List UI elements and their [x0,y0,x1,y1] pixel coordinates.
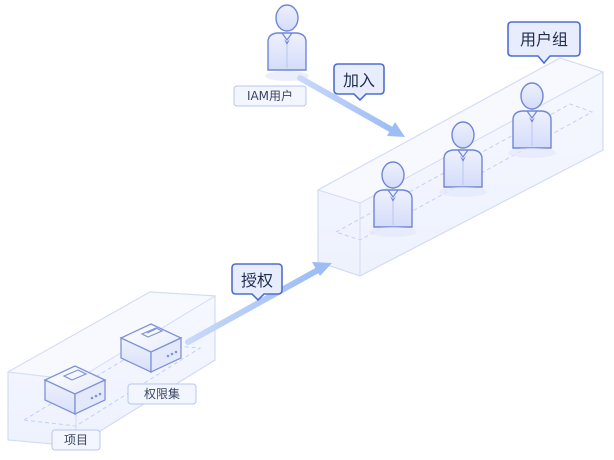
authorize-arrow [185,262,332,345]
permission-set-cube [120,323,182,373]
authorize-callout: 授权 [231,263,283,302]
join-label: 加入 [343,71,375,90]
iam-user [265,4,309,81]
user-group-callout: 用户组 [507,21,581,65]
user-group-label: 用户组 [520,30,568,49]
user-icon [267,4,307,71]
project-label: 项目 [64,433,88,447]
group-member-3 [508,82,556,158]
join-arrow [297,75,405,137]
permission-set-label: 权限集 [144,386,180,401]
project-tag: 项目 [51,429,101,451]
project-platform [6,291,217,447]
iam-user-label: IAM用户 [247,88,293,103]
permission-set-tag: 权限集 [127,383,197,405]
iam-user-tag: IAM用户 [233,85,307,107]
join-callout: 加入 [333,63,385,102]
group-member-1 [369,161,417,237]
project-cube [44,365,106,415]
group-member-2 [439,121,487,197]
authorize-label: 授权 [241,271,273,290]
